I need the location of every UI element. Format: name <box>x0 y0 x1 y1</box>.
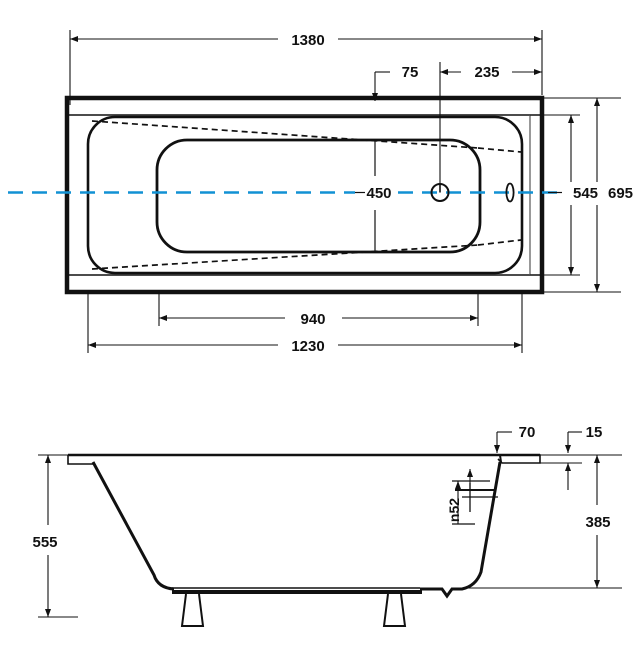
dim-inner-length: 940 <box>158 292 479 328</box>
section-tub-profile <box>67 453 541 599</box>
dim-overall-length: 1380 <box>69 30 543 105</box>
plan-base-outline <box>155 138 482 254</box>
section-view-group: n52 70 15 555 <box>32 424 622 627</box>
plan-hidden-taper-lines <box>91 120 522 270</box>
dim-label-base-length: 1230 <box>291 338 324 355</box>
plan-view-group: 1380 75 235 450 940 <box>8 30 633 355</box>
dim-label-overall-width: 695 <box>608 185 633 202</box>
plan-rim-outline <box>86 115 524 275</box>
dim-label-inner-height: 385 <box>585 514 610 531</box>
dim-end-offset: 235 <box>439 62 542 185</box>
dim-tap-offset: 75 <box>372 64 419 101</box>
dim-rim-edge: 15 <box>540 424 602 490</box>
dim-rim-width: 70 <box>494 424 536 453</box>
dim-label-end-offset: 235 <box>474 64 499 81</box>
plan-outer-body <box>64 95 545 295</box>
dim-overall-height: 555 <box>32 454 78 618</box>
dim-base-length: 1230 <box>87 292 523 355</box>
dim-label-overflow-height: n52 <box>446 498 462 522</box>
dim-inner-depth-width: 545 <box>530 114 598 276</box>
dim-label-rim-width: 70 <box>519 424 536 441</box>
section-overflow-detail: n52 <box>446 469 498 525</box>
dim-label-overall-height: 555 <box>32 534 57 551</box>
dim-label-inner-length: 940 <box>300 311 325 328</box>
dim-label-rim-edge: 15 <box>586 424 603 441</box>
dim-label-inner-width: 450 <box>366 185 391 202</box>
dim-overall-width: 695 <box>542 97 633 293</box>
dim-inner-width: 450 <box>355 140 392 252</box>
dim-label-overall-length: 1380 <box>291 32 324 49</box>
dim-inner-height: 385 <box>462 454 622 589</box>
dim-label-inner-depth-width: 545 <box>573 185 598 202</box>
overflow-icon <box>505 182 515 203</box>
dim-label-tap-offset: 75 <box>402 64 419 81</box>
section-feet <box>180 593 407 627</box>
